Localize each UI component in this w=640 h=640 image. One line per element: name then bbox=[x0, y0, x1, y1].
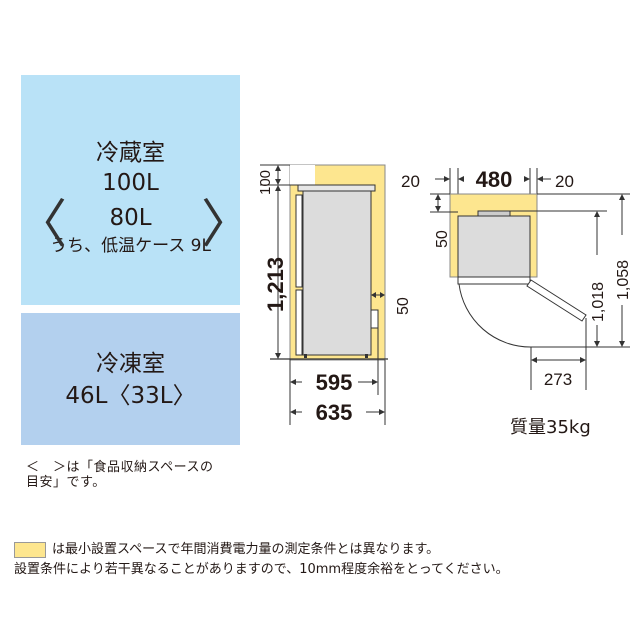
side-view-diagram: 100 1,213 50 595 635 bbox=[257, 164, 410, 425]
bracket-note-line1: ＜ ＞は「食品収納スペースの bbox=[26, 460, 214, 475]
side-depth: 595 bbox=[316, 370, 353, 395]
top-left-clearance: 20 bbox=[401, 172, 420, 191]
install-space-swatch-icon bbox=[14, 541, 46, 558]
freezer-title: 冷凍室 bbox=[96, 351, 165, 377]
fridge-capacity: 100L bbox=[102, 170, 159, 196]
top-depth-open: 1,058 bbox=[615, 260, 632, 300]
side-back-clearance: 50 bbox=[395, 297, 410, 315]
weight-label: 質量35kg bbox=[510, 417, 591, 438]
bracket-open: 〈 bbox=[15, 195, 68, 255]
top-right-clearance: 20 bbox=[555, 172, 574, 191]
side-fridge-body bbox=[302, 190, 372, 356]
fridge-compartment-box: 冷蔵室 100L 80L うち、低温ケース 9L 〈 〉 bbox=[15, 75, 253, 305]
freezer-compartment-box: 冷凍室 46L〈33L〉 bbox=[21, 313, 240, 445]
footer: は最小設置スペースで年間消費電力量の測定条件とは異なります。 設置条件により若干… bbox=[14, 540, 509, 580]
footer-legend: は最小設置スペースで年間消費電力量の測定条件とは異なります。 bbox=[14, 540, 509, 560]
side-height: 1,213 bbox=[263, 257, 288, 312]
fridge-storage-note: うち、低温ケース 9L bbox=[50, 236, 211, 256]
fridge-storage-capacity: 80L bbox=[109, 205, 152, 231]
fridge-title: 冷蔵室 bbox=[96, 140, 165, 166]
top-rear-clearance: 50 bbox=[434, 230, 451, 248]
freezer-capacity: 46L〈33L〉 bbox=[65, 383, 196, 409]
top-depth-closed: 1,018 bbox=[590, 282, 607, 322]
bracket-note: ＜ ＞は「食品収納スペースの 目安」です。 bbox=[26, 460, 213, 490]
footer-legend-text: は最小設置スペースで年間消費電力量の測定条件とは異なります。 bbox=[52, 542, 440, 557]
side-total-depth: 635 bbox=[316, 400, 353, 425]
footer-note: 設置条件により若干異なることがありますので、10mm程度余裕をとってください。 bbox=[14, 562, 509, 577]
bracket-note-line2: 目安」です。 bbox=[26, 475, 106, 490]
top-fridge-body bbox=[457, 215, 531, 278]
top-view-diagram: 20 480 20 50 1,018 1,058 273 bbox=[401, 167, 632, 390]
top-width: 480 bbox=[476, 167, 513, 192]
side-top-clearance: 100 bbox=[257, 170, 274, 195]
bracket-close: 〉 bbox=[201, 195, 254, 255]
top-door-swing: 273 bbox=[544, 370, 572, 389]
